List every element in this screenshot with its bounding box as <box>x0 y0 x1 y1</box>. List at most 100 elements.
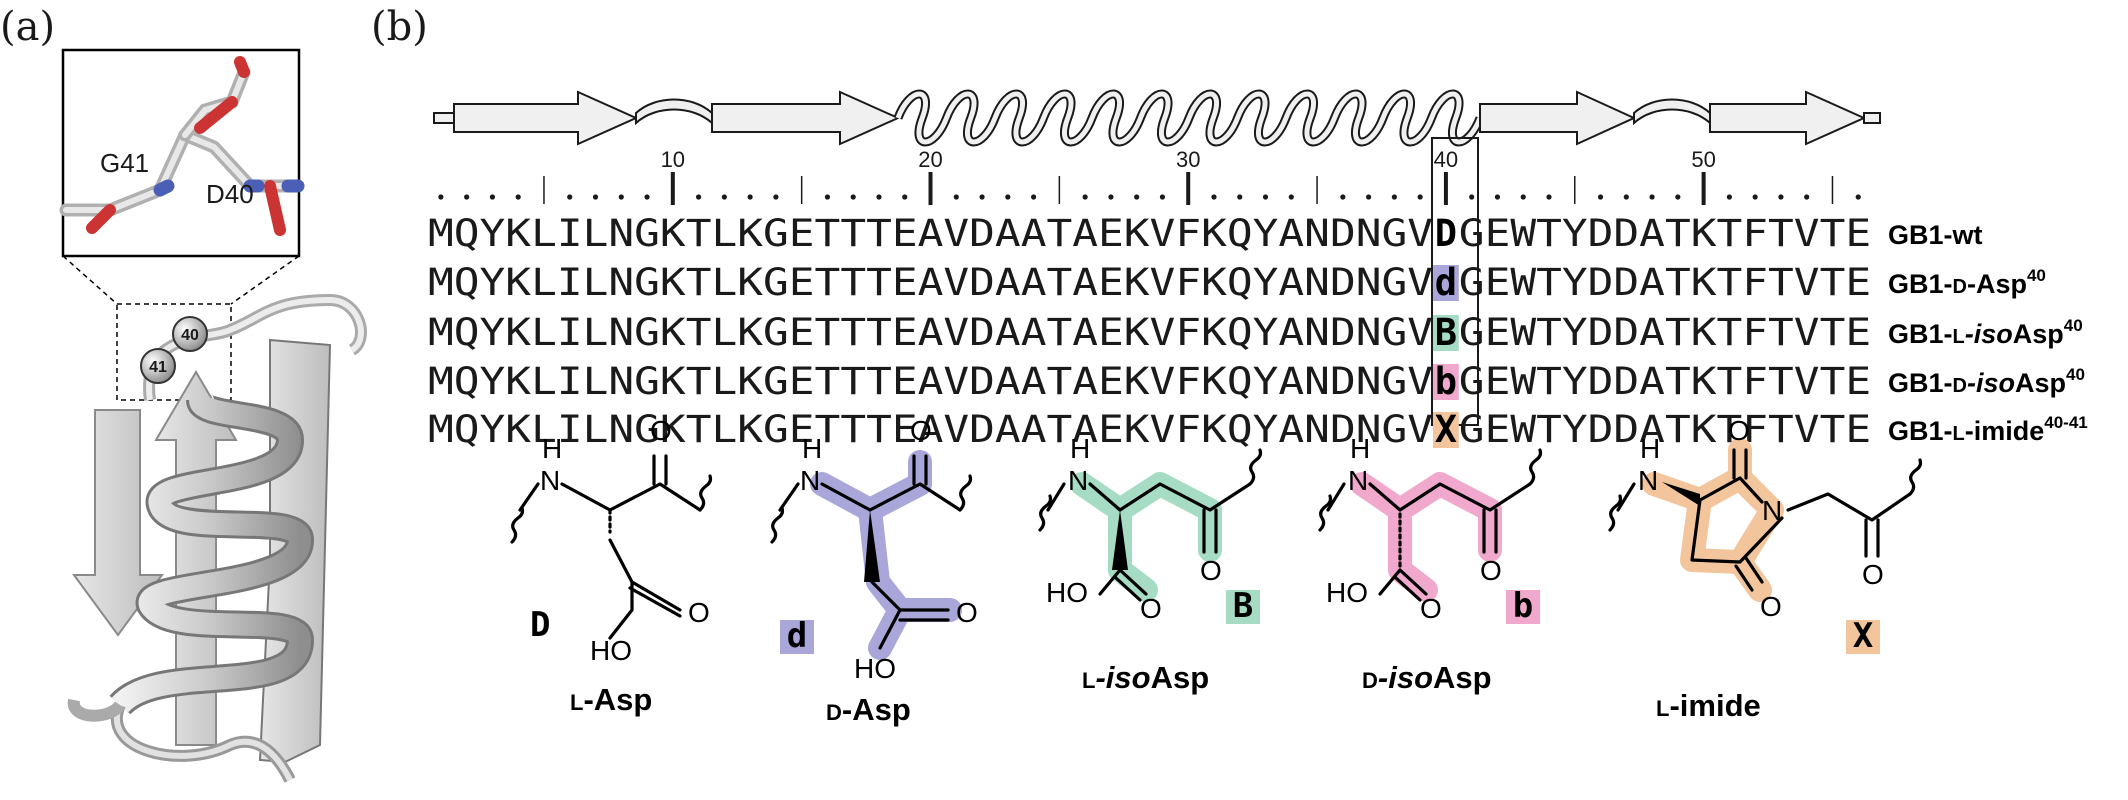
structure-code-X: X <box>1853 616 1874 656</box>
atom-N: N <box>1638 465 1658 496</box>
atom-H: H <box>1070 433 1090 464</box>
node-41-label: 41 <box>149 359 167 376</box>
ruler-dot <box>464 194 470 200</box>
ruler-dot <box>953 194 959 200</box>
strand-2-arrow <box>711 90 901 146</box>
sequence-code-letter: b <box>1435 360 1457 403</box>
construct-name: GB1-D-Asp40 <box>1888 266 2046 299</box>
ruler-dot <box>1752 194 1758 200</box>
construct-name: GB1-L-isoAsp40 <box>1888 316 2083 349</box>
ruler-dot <box>438 194 444 200</box>
sequence-suffix: GEWTYDDATKTFTVTE <box>1459 360 1871 403</box>
atom-HO: HO <box>1046 577 1088 608</box>
ruler-dot <box>902 194 908 200</box>
ruler-dot <box>1649 194 1655 200</box>
sequence-prefix: MQYKLILNGKTLKGETTTEAVDAATAEKVFKQYANDNGV <box>428 311 1433 354</box>
panel-label-b: (b) <box>371 4 428 50</box>
atom-N: N <box>800 465 820 496</box>
strand-1-arrow <box>453 90 639 146</box>
structure-code-D: D <box>530 605 550 645</box>
node-41: 41 <box>140 348 176 384</box>
ruler-dot <box>489 194 496 200</box>
structure-l-asp: H N O O HO D L-Asp <box>510 415 713 717</box>
code-swatch-X <box>1846 620 1880 654</box>
structure-name-l-isoasp: L-isoAsp <box>1082 660 1209 695</box>
atom-O: O <box>910 415 932 446</box>
ruler-tick-label: 50 <box>1691 147 1715 172</box>
ruler-tick-label: 20 <box>918 147 942 172</box>
strand-4-arrow <box>1709 90 1867 146</box>
sequence-prefix: MQYKLILNGKTLKGETTTEAVDAATAEKVFKQYANDNGV <box>428 408 1433 451</box>
sequence-suffix: GEWTYDDATKTFTVTE <box>1459 311 1871 354</box>
inset-label-d40: D40 <box>206 179 254 209</box>
panel-label-a: (a) <box>0 4 55 50</box>
ruler-dot <box>1855 194 1861 200</box>
loop-2 <box>1633 98 1711 126</box>
ruler-dot <box>824 194 831 200</box>
atom-N: N <box>1348 465 1368 496</box>
inset-connector <box>62 255 300 401</box>
sequence-prefix: MQYKLILNGKTLKGETTTEAVDAATAEKVFKQYANDNGV <box>428 360 1433 403</box>
sequence-suffix: GEWTYDDATKTFTVTE <box>1459 408 1871 451</box>
atom-H: H <box>1640 433 1660 464</box>
ruler-dot <box>618 194 624 200</box>
code-swatch-d <box>780 620 814 654</box>
structure-name-d-asp: D-Asp <box>826 692 911 727</box>
ruler-tick-label: 40 <box>1434 147 1458 172</box>
structure-d-isoasp: H N O HO O b D-isoAsp <box>1318 433 1543 695</box>
structure-l-imide: H N O O N O X L-imide <box>1608 415 1923 723</box>
construct-name: GB1-wt <box>1888 220 1983 250</box>
inset-label-g41: G41 <box>100 148 149 178</box>
ruler-dot <box>721 194 727 200</box>
atom-O: O <box>688 597 710 628</box>
ruler-dot <box>1082 194 1088 200</box>
structure-code-B: B <box>1233 586 1253 626</box>
ruler-dot <box>1546 194 1552 200</box>
loop-1 <box>635 98 713 126</box>
ruler-dot <box>1030 194 1037 200</box>
helix-wave <box>893 89 1485 147</box>
ruler-dot <box>1469 194 1475 200</box>
sequence-suffix: GEWTYDDATKTFTVTE <box>1459 261 1871 304</box>
ruler-dot <box>1134 194 1140 200</box>
structure-d-asp: H N O O HO d D-Asp <box>770 415 978 727</box>
ruler-dot <box>1005 194 1011 200</box>
ruler-dot <box>515 194 521 200</box>
structure-name-l-asp: L-Asp <box>570 682 652 717</box>
structure-name-d-isoasp: D-isoAsp <box>1362 660 1492 695</box>
atom-HO: HO <box>1326 577 1368 608</box>
code-highlight <box>1433 364 1459 400</box>
ruler-dot <box>1262 194 1269 200</box>
atom-N: N <box>1068 465 1088 496</box>
node-40: 40 <box>172 316 208 352</box>
atom-N: N <box>540 465 560 496</box>
ruler-tick-label: 30 <box>1176 147 1200 172</box>
construct-name: GB1-D-isoAsp40 <box>1888 365 2085 398</box>
strand-3-arrow <box>1479 90 1637 146</box>
code-swatch-b <box>1506 590 1540 624</box>
atom-O: O <box>1480 555 1502 586</box>
sequence-code-letter: B <box>1435 311 1457 354</box>
ruler-dot <box>1675 194 1681 200</box>
ruler-dot <box>1366 194 1372 200</box>
atom-O: O <box>1200 555 1222 586</box>
atom-O: O <box>1760 591 1782 622</box>
ruler-dot <box>567 194 573 200</box>
panel-a: (a) G41 D40 <box>0 4 367 783</box>
ruler-dot <box>1804 194 1810 200</box>
sequence-code-letter: X <box>1435 408 1457 451</box>
sequence-prefix: MQYKLILNGKTLKGETTTEAVDAATAEKVFKQYANDNGV <box>428 261 1433 304</box>
ruler-dot <box>1494 194 1501 200</box>
sequence-code-letter: d <box>1435 261 1457 304</box>
atom-O: O <box>1862 559 1884 590</box>
structure-code-d: d <box>787 616 807 656</box>
ruler-dot <box>1237 194 1243 200</box>
atom-H: H <box>802 433 822 464</box>
